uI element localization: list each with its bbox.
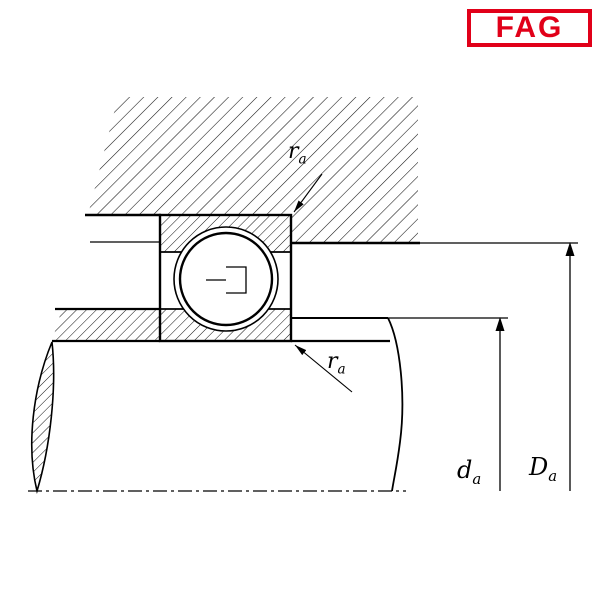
shaft-shoulder-hatch bbox=[52, 309, 160, 341]
label-da-base: d bbox=[457, 456, 473, 484]
label-ra-top-sub: a bbox=[298, 151, 307, 168]
label-Da-base: D bbox=[529, 453, 549, 481]
label-ra-bottom: ra bbox=[327, 351, 346, 377]
label-ra-top: ra bbox=[288, 141, 307, 167]
ra-bottom-leader bbox=[294, 344, 353, 393]
label-Da: Da bbox=[529, 455, 557, 484]
da-arrowhead bbox=[495, 317, 505, 331]
Da-arrowhead bbox=[565, 242, 575, 256]
shaft-break-curve bbox=[387, 317, 404, 492]
label-Da-sub: a bbox=[548, 466, 558, 485]
fag-logo-text: FAG bbox=[495, 11, 564, 44]
label-da-sub: a bbox=[472, 469, 482, 488]
bearing-outline bbox=[158, 213, 293, 343]
label-ra-bottom-base: r bbox=[327, 349, 338, 374]
label-ra-top-base: r bbox=[288, 139, 299, 164]
ra-top-leader bbox=[293, 173, 323, 213]
shaft-break-leaf-hatch bbox=[30, 341, 55, 495]
label-da: da bbox=[457, 458, 481, 487]
ball bbox=[178, 231, 274, 327]
fag-logo: FAG bbox=[467, 9, 592, 47]
housing-section-hatch bbox=[88, 97, 418, 243]
cage-mark bbox=[226, 266, 247, 294]
label-ra-bottom-sub: a bbox=[337, 361, 346, 378]
